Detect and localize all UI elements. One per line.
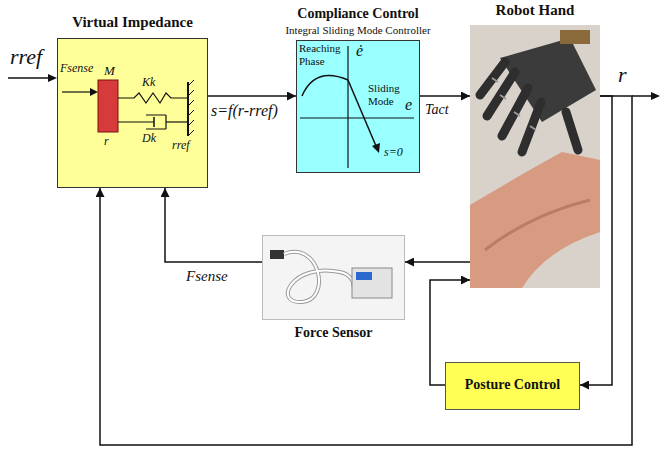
signal-connector xyxy=(100,96,632,445)
impedance-box: Virtual Impedance xyxy=(57,38,208,188)
symbol-name: M xyxy=(104,64,115,79)
human-arm xyxy=(470,152,600,288)
joint-marks xyxy=(492,78,536,130)
sensor-cable xyxy=(284,252,354,302)
axis-label: e xyxy=(405,96,412,114)
robot-wrist xyxy=(560,30,590,44)
signal-connector xyxy=(420,95,470,97)
signal-connector xyxy=(580,96,612,385)
force-arrow xyxy=(62,91,92,92)
output-arrowhead xyxy=(651,92,660,100)
axis-label: ė xyxy=(356,42,363,60)
impedance-fill xyxy=(57,38,208,188)
connector-label: Fsense xyxy=(186,268,228,285)
connector-label: Tact xyxy=(425,102,449,118)
arm-shading xyxy=(485,200,590,250)
node-title: Compliance Control xyxy=(297,6,418,22)
signal-name: rref xyxy=(10,44,42,69)
damper-link xyxy=(166,121,188,122)
sensor-cable xyxy=(284,252,354,302)
photo-ground xyxy=(470,25,600,288)
force-sensor-photo: Force Sensor xyxy=(262,235,405,320)
node-subtitle: Integral Sliding Mode Controller xyxy=(285,24,430,37)
symbol-name: Dk xyxy=(142,132,156,146)
sliding-arrowhead xyxy=(372,143,380,153)
node-title: Virtual Impedance xyxy=(72,14,193,31)
controller-fill xyxy=(296,40,420,173)
connector-label: s=f(r-rref) xyxy=(211,102,278,120)
input-line xyxy=(8,77,50,79)
robot-finger xyxy=(487,72,515,116)
robot-fingers xyxy=(480,62,578,152)
signal-name: Fsense xyxy=(60,62,93,76)
signal-connector xyxy=(208,95,296,97)
node-title: Robot Hand xyxy=(496,2,575,19)
damper-cylinder xyxy=(146,115,166,129)
phase-label: Reaching Phase xyxy=(299,42,345,67)
photo-ground xyxy=(262,235,405,320)
mass-block xyxy=(98,80,118,132)
phase-label: Sliding Mode xyxy=(368,82,408,107)
symbol-name: rref xyxy=(172,139,190,153)
robot-thumb xyxy=(566,112,578,150)
wall-symbol xyxy=(187,82,189,136)
reaching-curve xyxy=(302,76,348,96)
robot-joints xyxy=(492,78,536,130)
sensor-amplifier xyxy=(352,268,392,298)
node-title: Force Sensor xyxy=(295,325,373,341)
node-title: Posture Control xyxy=(465,377,561,393)
posture-fill xyxy=(445,362,580,410)
signal-connector xyxy=(405,261,470,263)
axis-line xyxy=(347,46,348,168)
process-box: Posture Control xyxy=(445,362,580,410)
symbol-name: Kk xyxy=(142,76,155,90)
line-label: s=0 xyxy=(384,146,403,160)
signal-connector xyxy=(165,188,262,262)
damper-piston xyxy=(153,117,155,127)
wall-hatch xyxy=(188,80,194,136)
signal-connector xyxy=(430,280,470,385)
sensor-head xyxy=(270,250,284,259)
input-arrowhead xyxy=(48,74,57,82)
robot-hand-photo: Robot Hand xyxy=(470,25,600,288)
spring-symbol xyxy=(118,93,188,103)
signal-name: r xyxy=(618,62,627,87)
axis-line xyxy=(300,117,414,118)
symbol-name: r xyxy=(104,135,109,149)
amplifier-badge xyxy=(356,272,372,280)
output-line xyxy=(632,95,652,97)
force-arrowhead xyxy=(90,88,98,96)
damper-rod xyxy=(118,121,154,122)
